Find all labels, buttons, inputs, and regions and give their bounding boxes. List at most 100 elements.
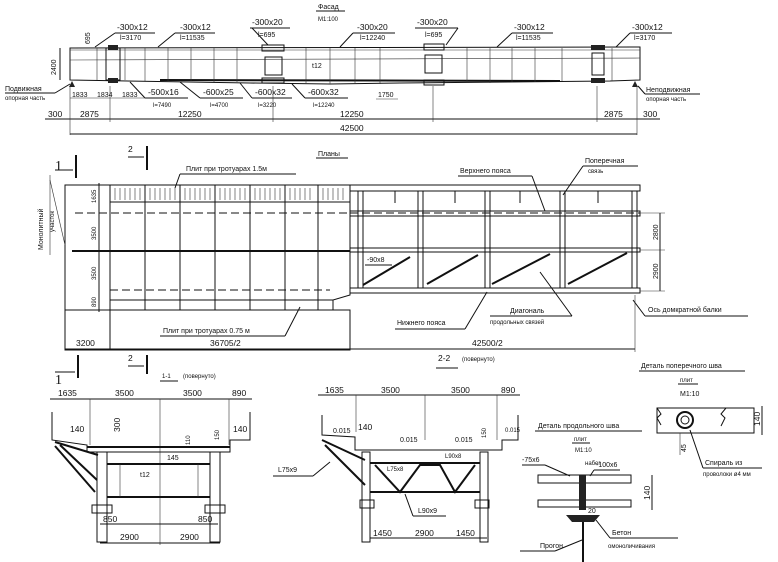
drawing-label: 12250 <box>178 109 202 119</box>
dim-total: 42500 <box>340 123 364 133</box>
drawing-label: опорная часть <box>646 97 686 103</box>
jack-beam-label: Ось домкратной балки <box>648 306 722 314</box>
plan-right-dims: 2800 2900 <box>640 212 665 292</box>
drawing-label: участок <box>50 211 56 232</box>
drawing-label: Неподвижная <box>646 87 691 94</box>
drawing-label: l=11535 <box>180 35 205 42</box>
drawing-label: 0.015 <box>455 437 473 444</box>
drawing-label: 1833 <box>122 92 138 99</box>
drawing-label: 150 <box>482 427 488 438</box>
section-marks: 1 2 2 1 <box>55 144 148 388</box>
sidewalk-slabs <box>114 188 344 200</box>
drawing-label: -600x32 <box>255 87 286 97</box>
slab-grid <box>72 185 350 310</box>
drawing-label: 2900 <box>653 263 660 279</box>
detail-cross-joint: Деталь поперечного шва плит М1:10 140 45… <box>639 363 763 478</box>
drawing-label: l=3220 <box>258 103 277 109</box>
stiffeners <box>96 48 613 84</box>
bottom-chord-label: Нижнего пояса <box>397 320 446 327</box>
drawing-label: 1635 <box>92 189 98 203</box>
drawing-label: -300x20 <box>417 17 448 27</box>
drawing-label: l=12240 <box>313 103 335 109</box>
bracing-system <box>349 184 641 294</box>
monolith-label: Монолитный <box>37 208 45 250</box>
dim-695: 695 <box>85 32 92 44</box>
drawing-label: Подвижная <box>5 86 42 93</box>
splice-joints <box>105 43 605 86</box>
drawing-label: l=12240 <box>360 35 385 42</box>
drawing-label: Прогон <box>540 543 563 550</box>
top-chord-label: Верхнего пояса <box>460 168 511 175</box>
drawing-label: 45 <box>681 444 688 452</box>
drawing-label: 3500 <box>183 388 202 398</box>
drawing-label: 1450 <box>373 528 392 538</box>
drawing-label: проволоки ø4 мм <box>703 472 751 478</box>
drawing-label: 300 <box>112 418 122 432</box>
section-1-1: 1-1 (повернуто) 1635 3500 3500 890 140 3… <box>50 374 252 545</box>
drawing-label: 1834 <box>97 92 113 99</box>
drawing-label: 3500 <box>92 266 98 280</box>
drawing-label: 300 <box>643 109 657 119</box>
drawing-label: l=3170 <box>120 35 141 42</box>
drawing-label: 3500 <box>115 388 134 398</box>
drawing-label: 300 <box>48 109 62 119</box>
drawing-label: 145 <box>167 455 179 462</box>
drawing-label: -300x20 <box>252 17 283 27</box>
drawing-label: 2800 <box>653 224 660 240</box>
drawing-label: 3500 <box>381 385 400 395</box>
drawing-label: l=11535 <box>516 35 541 42</box>
drawing-label: опорная часть <box>5 96 45 102</box>
slabs-top-label: Плит при тротуарах 1.5м <box>186 166 267 173</box>
drawing-label: 850 <box>103 514 117 524</box>
drawing-label: 0.015 <box>505 428 521 434</box>
drawing-label: t12 <box>140 472 150 479</box>
drawing-label: l=695 <box>425 32 442 39</box>
drawing-label: М1:10 <box>680 391 700 398</box>
drawing-label: 36705/2 <box>210 338 241 348</box>
drawing-label: -600x32 <box>308 87 339 97</box>
section-2-title: 2-2 <box>438 353 451 363</box>
drawing-label: 140 <box>752 412 762 426</box>
drawing-label: -75x6 <box>522 457 540 464</box>
drawing-label: 110 <box>186 435 192 445</box>
drawing-label: l=7490 <box>153 103 172 109</box>
drawing-label: L75x9 <box>278 467 297 474</box>
drawing-label: 150 <box>215 429 221 440</box>
fixed-support: Неподвижная опорная часть <box>632 81 700 103</box>
section-1-title: 1-1 <box>162 374 171 380</box>
drawing-label: -100x6 <box>596 462 618 469</box>
drawing-label: 2900 <box>180 532 199 542</box>
drawing-label: Деталь продольного шва <box>538 423 619 430</box>
facade-scale: М1:100 <box>318 17 339 23</box>
drawing-label: 1635 <box>325 385 344 395</box>
small-dims: 1833 1834 1833 1750 <box>70 92 398 100</box>
drawing-label: 2875 <box>80 109 99 119</box>
drawing-label: Спираль из <box>705 460 742 467</box>
facade-view: Фасад М1:100 <box>5 4 700 135</box>
bottom-plate-labels: -500x16 l=7490 -600x25 l=4700 -600x32 l=… <box>129 81 348 109</box>
drawing-label: -300x12 <box>632 22 663 32</box>
drawing-label: плит <box>574 437 587 443</box>
drawing-label: l=3170 <box>634 35 655 42</box>
top-plate-labels: -300x12 l=3170 -300x12 l=11535 -300x20 l… <box>94 17 672 48</box>
drawing-label: 2 <box>128 353 133 363</box>
drawing-label: -500x16 <box>148 87 179 97</box>
drawing-label: омоноличивания <box>608 544 655 550</box>
drawing-label: связь <box>588 169 603 175</box>
plan-bottom-dims: 3200 36705/2 42500/2 <box>65 295 636 352</box>
drawing-label: -600x25 <box>203 87 234 97</box>
drawing-label: Бетон <box>612 530 631 537</box>
drawing-label: 890 <box>92 296 98 307</box>
drawing-label: l=695 <box>258 32 275 39</box>
drawing-label: l=4700 <box>210 103 229 109</box>
drawing-label: -300x12 <box>117 22 148 32</box>
section-2-2: 2-2 (повернуто) 1635 3500 3500 890 0.015… <box>273 353 521 543</box>
drawing-label: 3200 <box>76 338 95 348</box>
drawing-label: 42500/2 <box>472 338 503 348</box>
drawing-label: 890 <box>232 388 246 398</box>
slabs-bottom-label: Плит при тротуарах 0.75 м <box>163 328 250 335</box>
drawing-label: 1635 <box>58 388 77 398</box>
brace-label: -90x8 <box>367 257 385 264</box>
drawing-label: (повернуто) <box>462 357 495 363</box>
plan-row-dims: 1635 3500 3500 890 <box>92 183 100 312</box>
